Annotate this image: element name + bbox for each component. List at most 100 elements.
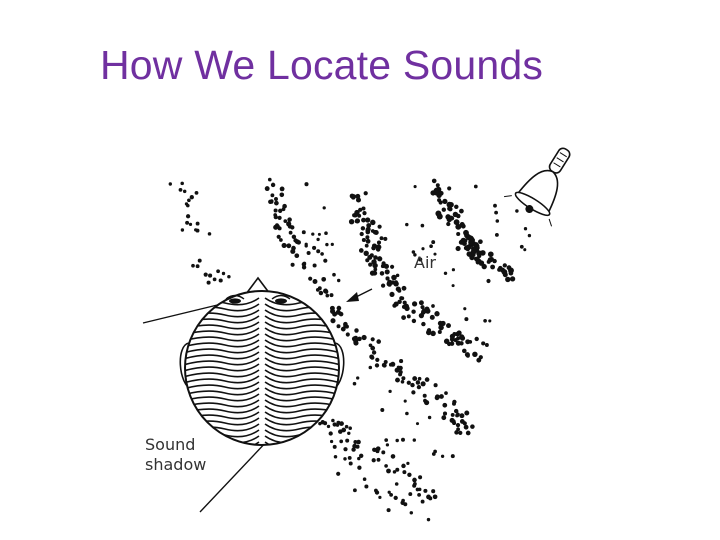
wave-dot [330,308,336,314]
wave-dot [336,471,341,476]
wave-dot [462,421,467,426]
wave-dot [281,207,286,212]
wave-dot [343,323,348,329]
hair-line [264,357,339,367]
wave-dot [370,337,375,342]
wave-dot [468,339,473,344]
wave-dot [434,311,440,317]
wave-dot [357,336,362,342]
wave-dot [411,250,416,254]
wave-dot [364,484,369,489]
wave-dot [438,324,444,331]
wave-dot [290,262,295,267]
wave-dot [335,423,340,427]
hair-line [185,357,260,367]
wave-dot [453,219,460,226]
hair-line [264,339,339,349]
wave-dot [408,492,413,497]
wave-dot [336,278,341,283]
wave-dot [459,413,465,419]
wave-dot [325,293,330,298]
wave-dot [221,271,226,276]
wave-dot [395,377,400,383]
wave-dot [435,183,440,188]
wave-dot [383,360,388,364]
wave-dot [352,381,357,386]
wave-dot [362,477,367,481]
wave-dot [465,234,472,241]
wave-dot [287,217,292,222]
wave-dot [358,207,363,212]
sound-shadow-label-line2: shadow [145,455,206,474]
wave-dot [453,408,459,414]
wave-dot [446,221,451,227]
wave-dot [435,210,442,217]
wave-dot [392,470,397,474]
wave-dot [497,267,502,272]
wave-dot [326,424,331,429]
hair-line [185,351,260,361]
wave-dot [370,219,376,226]
wave-dot [417,487,422,492]
wave-dot [178,188,183,192]
wave-dot [464,410,470,416]
wave-dot [385,443,390,447]
wave-dot [301,265,307,270]
wave-dot [433,383,438,388]
wave-dot [469,254,475,261]
hair-line [185,393,260,403]
wave-dot [443,271,448,276]
wave-dot [370,229,375,233]
wave-dot [508,270,514,276]
wave-dot [451,268,455,272]
wave-dot [395,273,400,278]
wave-dot [361,206,366,211]
wave-dot [375,244,382,250]
wave-dot [416,384,422,390]
wave-dot [336,305,342,311]
wave-dot [384,464,388,468]
wave-dot [359,231,364,237]
wave-dot [377,224,382,229]
nose-shape [245,276,271,295]
wave-dot [286,243,292,249]
wave-dot [194,191,199,195]
wave-dot [454,204,459,210]
wave-dot [315,288,320,292]
wave-dot [279,186,285,192]
wave-dot [505,276,511,283]
wave-dot [418,300,424,306]
wave-dot [216,269,220,274]
wave-dot [354,209,360,216]
wave-dot [470,424,475,429]
wave-dot [351,447,356,452]
wave-dot [194,228,198,232]
wave-dot [411,318,417,324]
wave-dot [363,191,368,196]
wave-dot [433,449,437,454]
wave-dot [316,237,320,242]
wave-dot [462,348,467,354]
wave-dot [446,323,451,329]
wave-dot [456,330,462,336]
wave-dot [407,472,412,477]
wave-dot [270,193,275,198]
wave-dot [400,379,405,384]
wave-dot [406,314,411,319]
wave-dot [369,253,374,258]
wave-dot [463,424,469,430]
wave-dot [366,223,372,228]
wave-dot [227,274,231,279]
wave-dot [270,182,276,188]
wave-dot [452,401,456,406]
wave-dot [486,278,491,284]
wave-dot [384,438,389,442]
wave-dot [444,391,448,395]
wave-dot [459,208,464,214]
wave-dot [290,248,296,254]
wave-dot [412,438,416,442]
wave-dot [515,209,519,213]
wave-dot [375,449,380,454]
wave-dot [182,189,187,194]
wave-dot [410,382,415,388]
